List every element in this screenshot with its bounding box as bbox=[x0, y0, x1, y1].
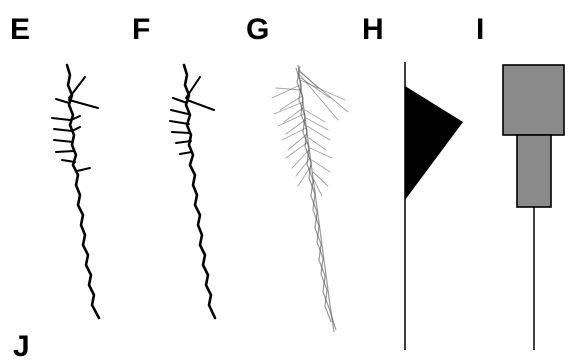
panel-f-lateral-root bbox=[187, 100, 214, 110]
panel-g-lateral-root bbox=[272, 85, 300, 98]
panel-g-lateral-root bbox=[306, 118, 328, 130]
panel-g-lateral-root bbox=[278, 114, 304, 126]
panel-e-lateral-root bbox=[54, 140, 73, 142]
panel-f-primary-root bbox=[184, 65, 215, 318]
panel-e-lateral-root bbox=[52, 118, 70, 120]
panel-f-lateral-root bbox=[180, 152, 192, 154]
panel-e-lateral-root bbox=[56, 151, 74, 152]
panel-g-lateral-root bbox=[312, 160, 330, 172]
panel-i-upper-box bbox=[503, 65, 564, 135]
panel-g-primary-root bbox=[297, 66, 331, 322]
panel-g-lateral-root bbox=[309, 138, 326, 150]
panel-g-lateral-root bbox=[274, 102, 303, 114]
panel-g-lateral-root bbox=[305, 110, 325, 122]
panel-g-root-overlay bbox=[272, 65, 348, 332]
panel-g-lateral-root bbox=[284, 108, 303, 122]
panel-g-lateral-root bbox=[313, 172, 328, 186]
panel-e-lateral-root bbox=[69, 100, 98, 108]
panel-g-lateral-root bbox=[292, 150, 309, 168]
panel-e-lateral-root bbox=[69, 77, 85, 98]
panel-g-lateral-root bbox=[288, 134, 307, 150]
panel-i-box-glyph bbox=[503, 65, 564, 350]
panel-f-root-tracing bbox=[170, 65, 215, 318]
panel-g-lateral-root bbox=[307, 126, 330, 140]
panel-g-lateral-root bbox=[286, 142, 308, 158]
panel-g-lateral-root bbox=[300, 80, 345, 100]
panel-f-lateral-root bbox=[173, 98, 187, 103]
panel-e-lateral-root bbox=[72, 127, 80, 131]
panel-f-lateral-root bbox=[172, 132, 190, 133]
panel-g-lateral-root bbox=[310, 148, 332, 158]
panel-h-triangle bbox=[405, 86, 463, 200]
panel-e-root-tracing bbox=[52, 65, 99, 318]
panel-h-triangle-glyph bbox=[405, 62, 463, 350]
panel-i-lower-box bbox=[517, 135, 551, 207]
panel-e-lateral-root bbox=[54, 129, 72, 131]
panel-f-lateral-root bbox=[170, 121, 189, 124]
panel-e-lateral-root bbox=[56, 99, 69, 103]
panel-e-lateral-root bbox=[62, 160, 75, 162]
panel-g-lateral-root bbox=[280, 96, 302, 110]
panel-g-lateral-root bbox=[286, 120, 305, 134]
panel-g-lateral-root bbox=[276, 88, 301, 90]
panel-g-lateral-root bbox=[301, 78, 330, 98]
panel-f-lateral-root bbox=[186, 77, 200, 98]
panel-e-lateral-root bbox=[77, 168, 90, 171]
panel-g-primary-root bbox=[298, 65, 334, 332]
panel-f-lateral-root bbox=[171, 110, 188, 114]
